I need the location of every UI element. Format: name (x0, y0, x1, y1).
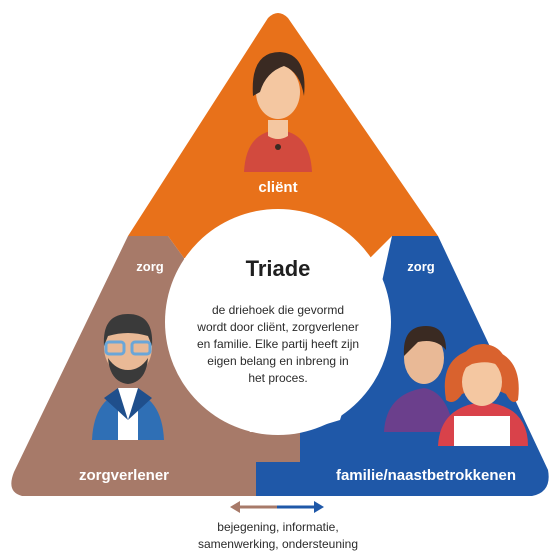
caregiver-label: zorgverlener (79, 467, 169, 484)
description-line-4: eigen belang en inbreng in (207, 354, 348, 368)
family-avatar-icon (384, 326, 528, 446)
center-circle (165, 209, 391, 435)
care-left-label: zorg (136, 259, 164, 274)
caregiver-segment (11, 236, 300, 496)
description-line-3: en familie. Elke partij heeft zijn (197, 337, 359, 351)
bottom-line-2: samenwerking, ondersteuning (198, 537, 358, 551)
family-label: familie/naastbetrokkenen (336, 467, 516, 484)
care-right-label: zorg (407, 259, 435, 274)
description-line-2: wordt door cliënt, zorgverlener (196, 320, 358, 334)
client-label: cliënt (258, 179, 297, 196)
caregiver-avatar-icon (92, 314, 164, 440)
description-line-1: de driehoek die gevormd (212, 303, 344, 317)
diagram-title: Triade (246, 256, 311, 281)
bottom-line-1: bejegening, informatie, (217, 520, 338, 534)
client-avatar-icon (244, 52, 312, 172)
bidirectional-arrow-icon (230, 501, 324, 513)
description-line-5: het proces. (248, 371, 307, 385)
